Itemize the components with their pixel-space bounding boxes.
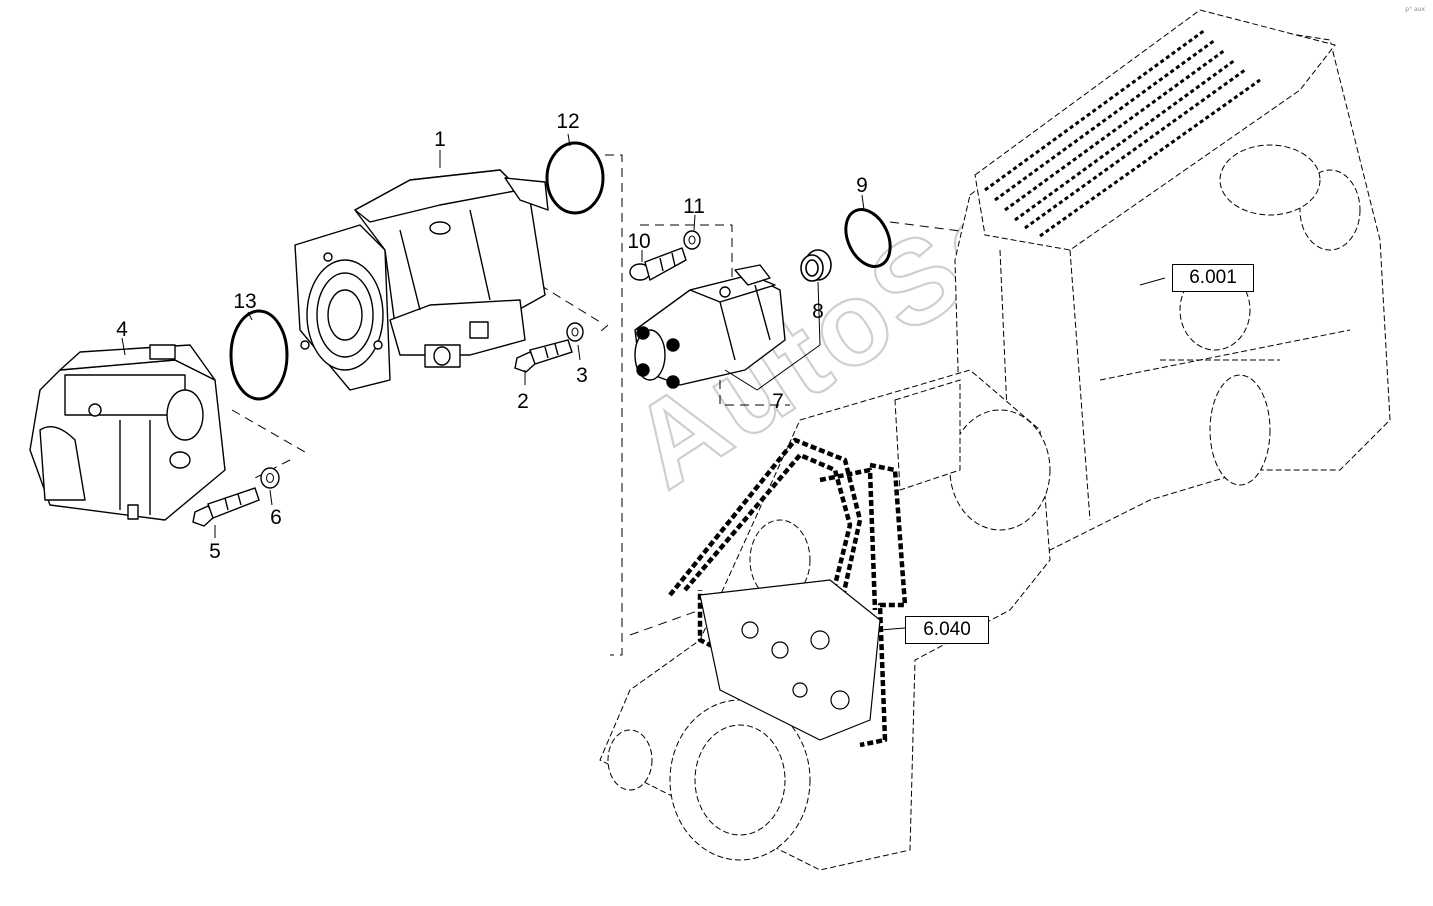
washer-6 — [260, 467, 280, 489]
callout-6: 6 — [270, 506, 282, 529]
engine-intercooler-fins — [984, 28, 1261, 238]
valve-block — [699, 579, 881, 741]
callout-2: 2 — [517, 390, 529, 413]
callout-1: 1 — [434, 128, 446, 151]
callout-7: 7 — [772, 390, 784, 413]
seal-ring-8 — [800, 249, 832, 282]
callout-12: 12 — [556, 110, 579, 133]
washer-11 — [683, 230, 701, 250]
corner-mark: p° aux — [1405, 6, 1425, 13]
callout-11: 11 — [683, 195, 705, 218]
bolt-10 — [629, 247, 687, 282]
washer-11-hole — [688, 235, 696, 245]
callout-4: 4 — [116, 318, 128, 341]
callout-9: 9 — [856, 174, 868, 197]
gear-pump-7 — [634, 264, 786, 389]
washer-3 — [566, 322, 584, 342]
callout-10: 10 — [627, 230, 650, 253]
o-ring-13 — [229, 309, 289, 401]
pump-4 — [29, 344, 226, 521]
callout-5: 5 — [209, 540, 221, 563]
callout-8: 8 — [812, 300, 824, 323]
bolt-5 — [192, 487, 260, 527]
leader-lines — [121, 133, 1166, 631]
callout-13: 13 — [233, 290, 256, 313]
washer-3-hole — [571, 327, 579, 337]
washer-6-hole — [266, 473, 274, 483]
reference-6-040: 6.040 — [905, 616, 989, 644]
o-ring-12 — [545, 141, 605, 215]
callout-3: 3 — [576, 364, 588, 387]
o-ring-9 — [844, 208, 892, 268]
bolt-2 — [514, 339, 573, 373]
reference-6-001: 6.001 — [1172, 264, 1254, 292]
pump-1 — [294, 169, 549, 391]
